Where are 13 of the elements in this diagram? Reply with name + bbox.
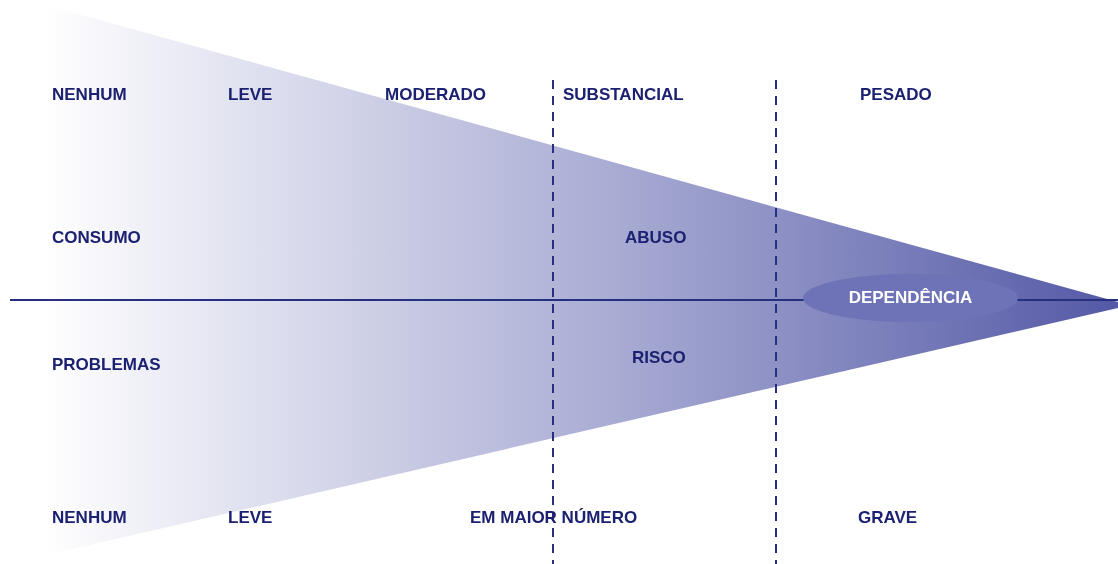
category-label: MODERADO: [385, 85, 487, 105]
category-label: CONSUMO: [52, 228, 141, 248]
category-label: PESADO: [860, 85, 932, 105]
category-label: SUBSTANCIAL: [563, 85, 684, 105]
category-label: LEVE: [228, 508, 273, 528]
category-label: GRAVE: [858, 508, 918, 528]
category-label: NENHUM: [52, 85, 127, 105]
category-label: RISCO: [632, 348, 686, 368]
category-label: ABUSO: [625, 228, 687, 248]
category-label: EM MAIOR NÚMERO: [470, 508, 638, 528]
category-label: NENHUM: [52, 508, 127, 528]
category-label: PROBLEMAS: [52, 355, 161, 375]
category-label: LEVE: [228, 85, 273, 105]
